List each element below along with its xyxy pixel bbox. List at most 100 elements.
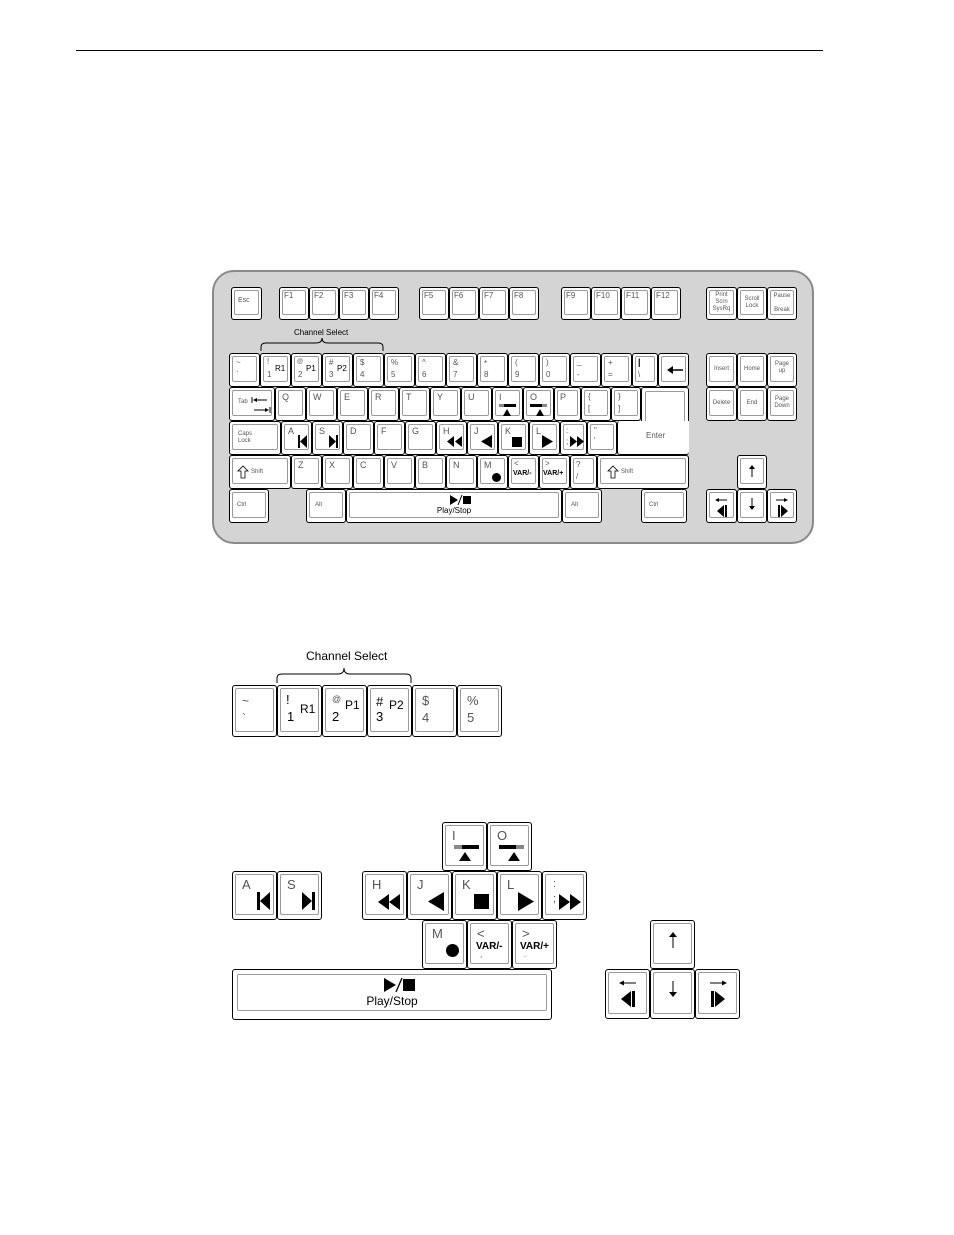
stop-icon [474,894,489,909]
key-scroll-lock: Scroll Lock [737,287,767,320]
key-label: Play/Stop [436,506,472,515]
key-f7: F7 [479,287,509,320]
key-label: 2 [298,370,303,379]
key-label: ` [242,711,246,725]
detail-key-l-play: L [497,871,542,920]
key-minus: _ - [570,353,601,387]
key-label: M [432,926,443,941]
left-arrow-prev-frame-icon [619,980,636,1007]
key-label: P1 [306,364,316,373]
key-label: < [514,459,519,468]
key-label: & [453,358,459,367]
key-pause: Pause Break [767,287,797,320]
key-label: \ [638,370,641,379]
key-end: End [737,387,767,421]
key-r: R [368,387,399,421]
header-rule [76,50,823,51]
key-label: O [530,392,538,402]
key-w: W [306,387,337,421]
key-label: : [553,878,557,890]
key-label: > [522,926,530,941]
key-f9: F9 [561,287,591,320]
key-slash: ? / [570,455,597,489]
key-lbracket: { [ [581,387,611,421]
key-left-alt: Alt [306,489,346,523]
key-label: L [507,877,515,892]
key-label: H [372,877,382,892]
key-label: ~ [242,694,250,708]
detail-key-4: $ 4 [412,685,457,737]
key-f8: F8 [509,287,539,320]
key-label: F9 [566,291,576,300]
key-label: J [417,877,424,892]
shift-arrow-icon [237,465,249,479]
key-label: ! [267,357,270,366]
key-label: 6 [422,370,427,379]
key-label: 1 [267,370,272,379]
key-label: Lock [238,438,251,444]
key-y: Y [430,387,461,421]
key-label: Alt [571,502,579,508]
key-label: L [536,426,542,436]
detail-key-spacebar-play-stop: Play/Stop [232,969,552,1020]
key-label: B [422,460,429,470]
key-label: 3 [376,709,384,724]
key-label: SysRq [712,306,731,312]
key-label: 1 [287,709,295,724]
mark-out-icon [530,404,547,416]
key-label: Down [774,403,790,409]
key-k: K [498,421,529,455]
key-tab: Tab [229,387,275,421]
up-arrow-icon [749,465,755,477]
key-right-alt: Alt [562,489,602,523]
key-right-ctrl: Ctrl [641,489,687,523]
detail-key-5: % 5 [457,685,502,737]
channel-select-label: Channel Select [294,328,349,337]
prev-frame-icon [257,892,270,910]
key-label: End [746,400,758,406]
down-arrow-icon [669,981,677,997]
prev-frame-icon [298,435,307,448]
key-label: M [484,460,492,470]
key-d: D [343,421,374,455]
key-label: Lock [745,303,759,309]
key-up-arrow [737,455,767,489]
key-z: Z [291,455,322,489]
key-label: A [288,426,295,436]
up-arrow-icon [669,932,677,948]
key-label: Tab [238,399,248,405]
key-label: % [467,693,479,708]
key-label: T [406,392,412,402]
key-down-arrow [737,489,767,523]
key-label: F11 [626,291,640,300]
key-delete: Delete [706,387,737,421]
key-label: I [499,392,502,402]
key-label: F4 [374,291,384,300]
key-label: ( [515,358,518,367]
key-5: % 5 [384,353,415,387]
key-label: K [505,426,512,436]
key-x: X [322,455,353,489]
key-label: ? [576,460,581,469]
key-label: P2 [389,698,404,712]
key-label: C [360,460,367,470]
key-home: Home [737,353,767,387]
key-label: Scrn [715,299,728,305]
key-label: Play/Stop [366,994,418,1008]
key-6: ^ 6 [415,353,446,387]
key-label: ! [286,692,290,707]
key-0: ) 0 [539,353,570,387]
key-label: P [560,392,567,402]
key-m: M [477,455,508,489]
key-label: [ [588,404,591,413]
key-esc: Esc [231,287,262,320]
key-label: < [477,926,485,941]
key-label: Q [282,392,290,402]
key-label: F5 [424,291,434,300]
rewind-icon [378,894,400,910]
key-label: ` [236,370,239,379]
play-stop-icon [450,494,471,506]
key-label: ' [594,436,596,445]
key-g: G [405,421,436,455]
detail-key-a-prev-frame: A [232,871,277,920]
